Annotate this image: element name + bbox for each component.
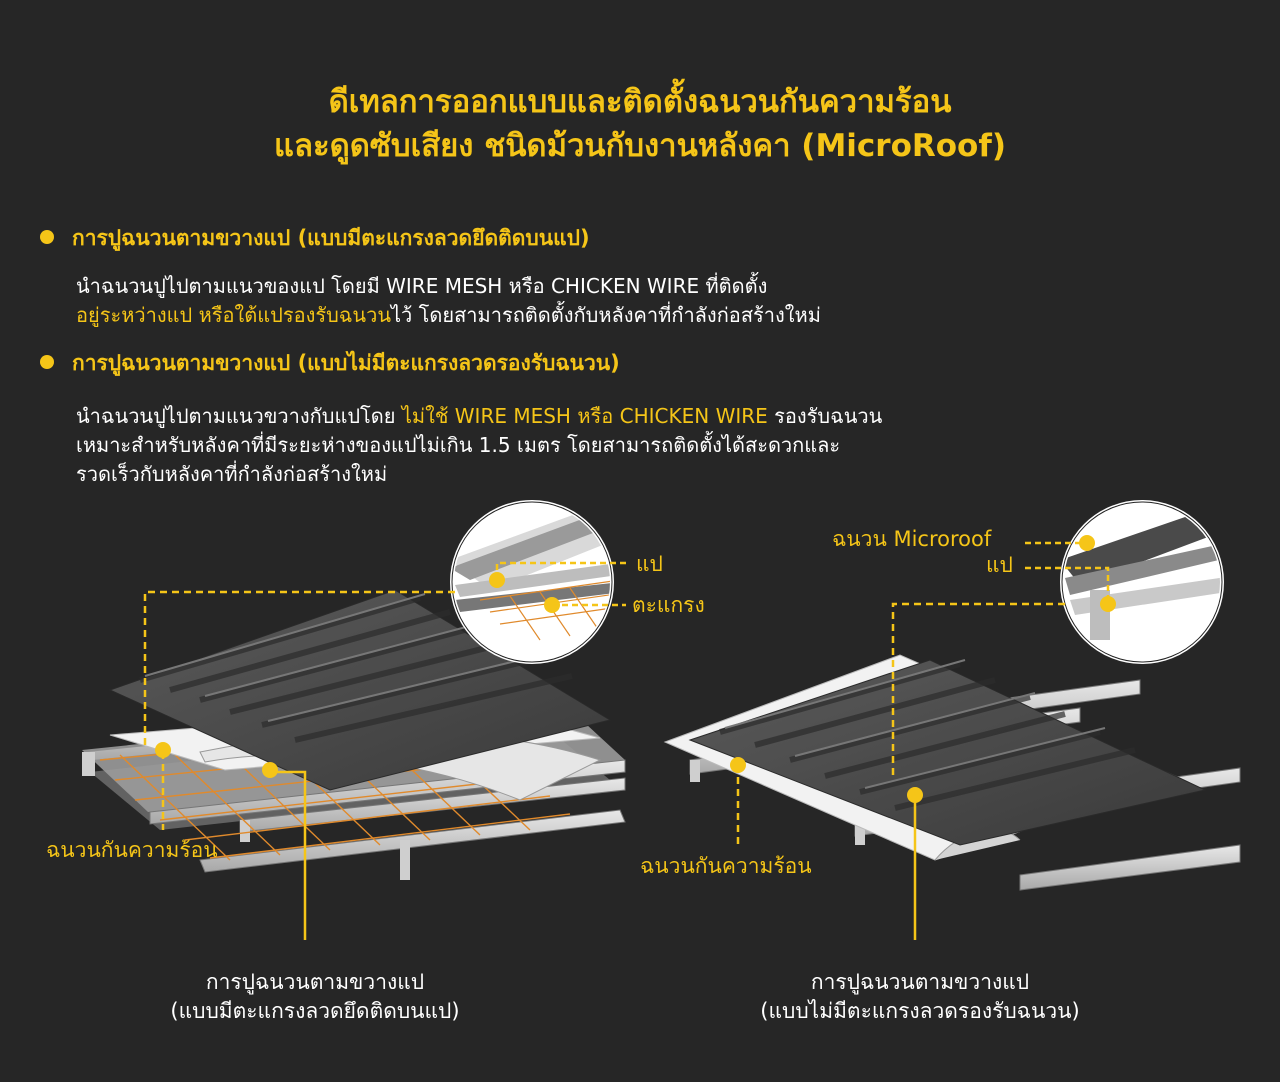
right-caption-line-1: การปูฉนวนตามขวางแป [810,970,1030,994]
right-marker-dots [730,535,1116,803]
section-2-line-2: เหมาะสำหรับหลังคาที่มีระยะห่างของแปไม่เก… [76,433,841,457]
section-2-line-1-rest: รองรับฉนวน [767,404,883,428]
right-roof-diagram [663,500,1241,940]
section-1-line-2-rest: ไว้ โดยสามารถติดตั้งกับหลังคาที่กำลังก่อ… [391,303,821,327]
right-label-insulation: ฉนวนกันความร้อน [640,854,812,878]
left-label-insulation: ฉนวนกันความร้อน [46,838,218,862]
right-caption-line-2: (แบบไม่มีตะแกรงลวดรองรับฉนวน) [760,999,1080,1023]
title-line-1: ดีเทลการออกแบบและติดตั้งฉนวนกันความร้อน [328,84,952,120]
bullet-dot-icon [40,355,54,369]
left-marker-dots [155,572,560,778]
section-1-heading: การปูฉนวนตามขวางแป (แบบมีตะแกรงลวดยึดติด… [40,223,590,253]
section-2-line-3: รวดเร็วกับหลังคาที่กำลังก่อสร้างใหม่ [76,462,388,486]
right-label-purlin: แป [986,553,1013,577]
left-label-mesh: ตะแกรง [632,593,705,617]
section-1-paragraph: นำฉนวนปูไปตามแนวของแป โดยมี WIRE MESH หร… [76,272,1076,330]
section-2-line-1: นำฉนวนปูไปตามแนวขวางกับแปโดย ไม่ใช้ WIRE… [76,402,1076,431]
title-line-2: และดูดซับเสียง ชนิดม้วนกับงานหลังคา (Mic… [273,128,1007,164]
section-2-paragraph: นำฉนวนปูไปตามแนวขวางกับแปโดย ไม่ใช้ WIRE… [76,402,1076,489]
left-caption-line-2: (แบบมีตะแกรงลวดยึดติดบนแป) [170,999,460,1023]
section-2-heading: การปูฉนวนตามขวางแป (แบบไม่มีตะแกรงลวดรอง… [40,348,620,378]
left-detail-inset [450,500,614,664]
right-detail-inset [1060,500,1224,664]
right-caption: การปูฉนวนตามขวางแป (แบบไม่มีตะแกรงลวดรอง… [710,968,1130,1026]
left-caption-line-1: การปูฉนวนตามขวางแป [205,970,425,994]
page-title: ดีเทลการออกแบบและติดตั้งฉนวนกันความร้อน … [0,80,1280,168]
right-leader-lines [736,541,1110,940]
section-1-heading-text: การปูฉนวนตามขวางแป (แบบมีตะแกรงลวดยึดติด… [72,226,590,250]
right-roof-sheet [688,659,1207,846]
section-2-highlight: ไม่ใช้ WIRE MESH หรือ CHICKEN WIRE [401,404,768,428]
bullet-dot-icon [40,230,54,244]
section-1-highlight: อยู่ระหว่างแป หรือใต้แปรองรับฉนวน [76,303,391,327]
left-roof-sheet [108,589,612,791]
section-2-heading-text: การปูฉนวนตามขวางแป (แบบไม่มีตะแกรงลวดรอง… [72,351,620,375]
left-caption: การปูฉนวนตามขวางแป (แบบมีตะแกรงลวดยึดติด… [110,968,520,1026]
section-2-line-1-start: นำฉนวนปูไปตามแนวขวางกับแปโดย [76,404,402,428]
right-label-microroof: ฉนวน Microroof [832,527,992,551]
left-roof-diagram [82,500,626,940]
section-1-line-1: นำฉนวนปูไปตามแนวของแป โดยมี WIRE MESH หร… [76,274,768,298]
left-label-purlin: แป [636,552,663,576]
section-1-line-2: อยู่ระหว่างแป หรือใต้แปรองรับฉนวนไว้ โดย… [76,301,1076,330]
